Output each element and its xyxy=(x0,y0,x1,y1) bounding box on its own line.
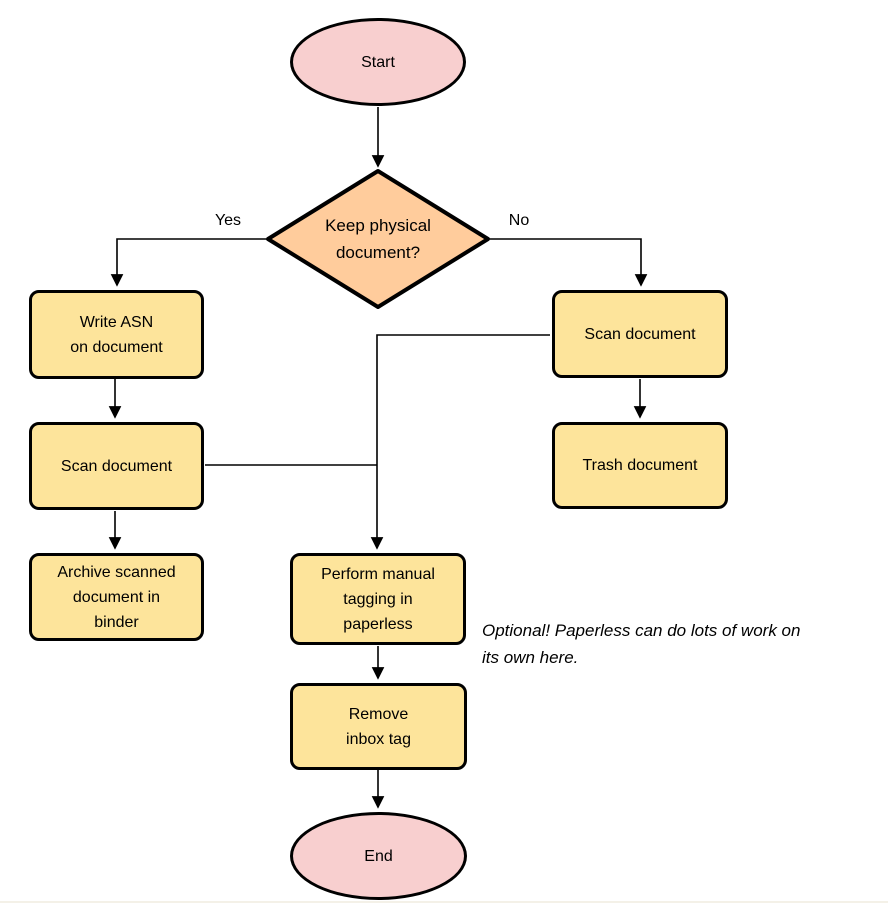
node-scan-document-left: Scan document xyxy=(29,422,204,510)
node-end-label: End xyxy=(364,847,393,865)
edge-label-no: No xyxy=(508,212,530,229)
node-archive-in-binder: Archive scanned document in binder xyxy=(29,553,204,641)
node-start-label: Start xyxy=(361,53,395,71)
edge-decision-no xyxy=(490,238,641,285)
decision-text: Keep physical document? xyxy=(325,216,431,262)
node-write-asn: Write ASN on document xyxy=(29,290,204,379)
node-manual-tagging: Perform manual tagging in paperless xyxy=(290,553,466,645)
node-tagging-label: Perform manual tagging in paperless xyxy=(321,565,435,633)
node-remove-inbox-tag: Remove inbox tag xyxy=(290,683,467,770)
node-scan-left-label: Scan document xyxy=(60,457,173,475)
annotation-optional-note: Optional! Paperless can do lots of work … xyxy=(482,621,801,667)
node-decision-label: Keep physical document? xyxy=(288,204,468,274)
node-trash-label: Trash document xyxy=(582,457,698,474)
node-start: Start xyxy=(290,18,466,106)
node-scan-right-label: Scan document xyxy=(584,325,696,343)
page-bottom-divider xyxy=(0,901,888,903)
node-remove-label: Remove inbox tag xyxy=(346,705,411,748)
node-trash-document: Trash document xyxy=(552,422,728,509)
node-archive-label: Archive scanned document in binder xyxy=(57,563,176,631)
edge-decision-yes xyxy=(117,238,266,285)
edge-label-yes: Yes xyxy=(214,212,242,229)
decision-diamond-shape xyxy=(266,169,490,309)
node-end: End xyxy=(290,812,467,900)
node-write-asn-label: Write ASN on document xyxy=(70,313,163,356)
edge-scanright-to-tagging xyxy=(377,334,550,548)
node-scan-document-right: Scan document xyxy=(552,290,728,378)
